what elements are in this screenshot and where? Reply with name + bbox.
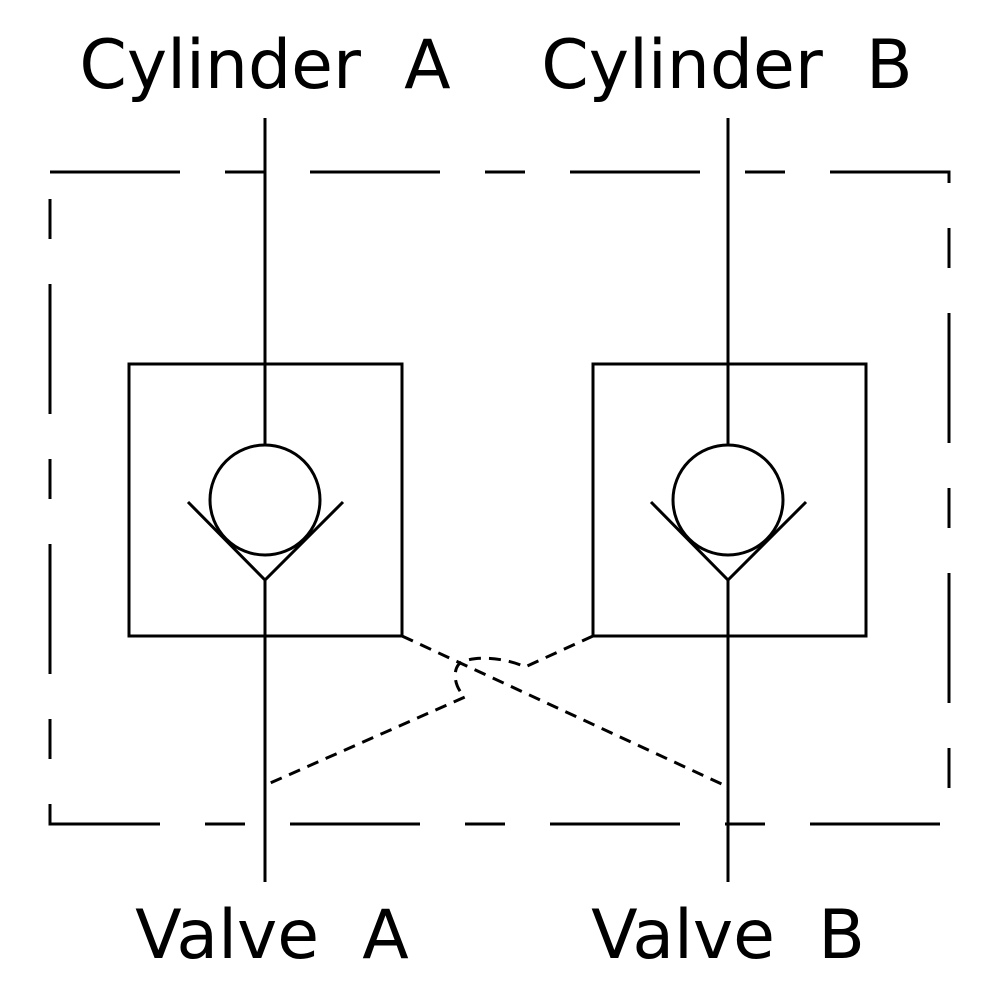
pilot-line-a-to-b (401, 634, 727, 788)
check-valve-b (591, 118, 868, 882)
manifold-enclosure (48, 170, 951, 826)
pilot-line-b-to-a (267, 634, 594, 786)
check-ball-b (671, 443, 785, 557)
valve-a-label: Valve A (135, 896, 409, 975)
check-ball-a (208, 443, 322, 557)
check-valve-a (127, 118, 404, 882)
valve-b-label: Valve B (591, 896, 865, 975)
cylinder-b-label: Cylinder B (541, 26, 912, 105)
cylinder-a-label: Cylinder A (79, 26, 450, 105)
